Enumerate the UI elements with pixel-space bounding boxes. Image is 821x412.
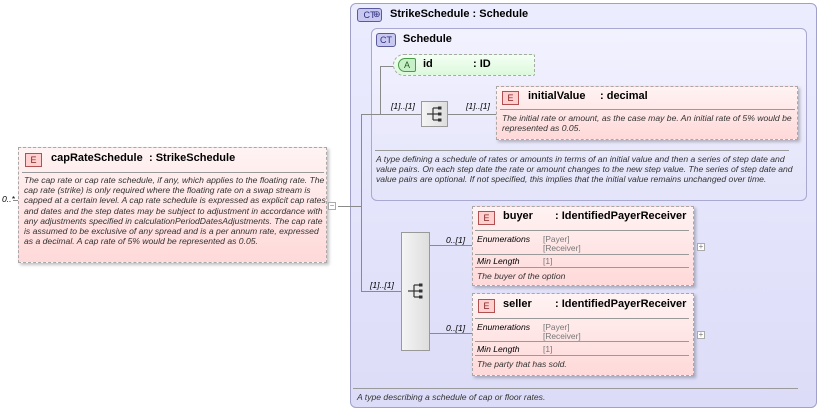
- buyer-multiplicity: 0..[1]: [446, 235, 466, 245]
- buyer-min-length-label: Min Length: [477, 256, 520, 266]
- outer-ct-documentation: A type describing a schedule of cap or f…: [357, 392, 546, 402]
- connector-line: [380, 66, 393, 67]
- connector-line: [13, 200, 18, 201]
- initial-value-badge: E: [502, 91, 519, 105]
- attribute-id-box[interactable]: [393, 54, 535, 76]
- outer-ct-title: StrikeSchedule : Schedule: [390, 8, 529, 20]
- seller-enum-value: [Payer]: [543, 322, 570, 332]
- initial-value-type: : decimal: [600, 90, 648, 102]
- initial-value-separator: [500, 109, 795, 110]
- inner-ct-separator: [375, 150, 789, 151]
- seller-separator: [475, 341, 689, 342]
- connector-line: [380, 66, 381, 114]
- buyer-enum-value: [Receiver]: [543, 243, 581, 253]
- seller-badge: E: [478, 299, 495, 313]
- seller-expand-icon[interactable]: +: [697, 330, 705, 339]
- seller-element[interactable]: [472, 293, 694, 376]
- cap-rate-schedule-type: : StrikeSchedule: [149, 152, 236, 164]
- seller-min-length-label: Min Length: [477, 344, 520, 354]
- cap-rate-schedule-multiplicity: 0..*: [2, 194, 15, 204]
- seller-multiplicity: 0..[1]: [446, 323, 466, 333]
- buyer-name: buyer: [503, 210, 533, 222]
- buyer-documentation: The buyer of the option: [477, 271, 566, 281]
- cap-rate-schedule-separator: [22, 172, 324, 173]
- inner-ct-badge: CT: [376, 33, 396, 47]
- cap-rate-schedule-documentation: The cap rate or cap rate schedule, if an…: [24, 175, 326, 247]
- buyer-enumerations-label: Enumerations: [477, 234, 531, 244]
- seller-enum-value: [Receiver]: [543, 331, 581, 341]
- outer-ct-expand-icon[interactable]: ⊕: [373, 9, 381, 19]
- sequence-1-left-multiplicity: [1]..[1]: [391, 101, 415, 111]
- buyer-type: : IdentifiedPayerReceiver: [555, 210, 687, 222]
- connector-line: [361, 291, 401, 292]
- seller-name: seller: [503, 298, 532, 310]
- sequence-icon: [408, 283, 423, 299]
- attribute-badge: A: [398, 58, 416, 72]
- outer-ct-separator: [353, 388, 798, 389]
- initial-value-element[interactable]: [496, 86, 798, 140]
- connector-line: [361, 114, 362, 291]
- initial-value-documentation: The initial rate or amount, as the case …: [502, 113, 792, 134]
- attribute-id-name: id: [423, 58, 433, 70]
- cap-rate-schedule-badge: E: [25, 153, 42, 167]
- seller-type: : IdentifiedPayerReceiver: [555, 298, 687, 310]
- buyer-min-length-value: [1]: [543, 256, 553, 266]
- buyer-separator: [475, 254, 689, 255]
- seller-separator: [475, 355, 689, 356]
- buyer-separator: [475, 230, 689, 231]
- seller-separator: [475, 318, 689, 319]
- cap-rate-schedule-element[interactable]: [18, 147, 327, 263]
- connector-line: [430, 333, 472, 334]
- attribute-id-type: : ID: [473, 58, 491, 70]
- seller-min-length-value: [1]: [543, 344, 553, 354]
- buyer-element[interactable]: [472, 206, 694, 286]
- connector-line: [361, 114, 421, 115]
- seller-enumerations-label: Enumerations: [477, 322, 531, 332]
- sequence-1-right-multiplicity: [1]..[1]: [466, 101, 490, 111]
- initial-value-name: initialValue: [528, 90, 586, 102]
- buyer-badge: E: [478, 211, 495, 225]
- connector-line: [448, 114, 496, 115]
- inner-ct-title: Schedule: [403, 33, 452, 45]
- connector-line: [430, 245, 472, 246]
- buyer-separator: [475, 267, 689, 268]
- sequence-icon: [427, 106, 442, 122]
- seller-documentation: The party that has sold.: [477, 359, 567, 369]
- buyer-expand-icon[interactable]: +: [697, 242, 705, 251]
- outer-ct-badge: CT: [357, 8, 382, 22]
- sequence-2-multiplicity: [1]..[1]: [370, 280, 394, 290]
- collapse-icon[interactable]: −: [328, 201, 336, 210]
- inner-ct-documentation: A type defining a schedule of rates or a…: [376, 154, 793, 185]
- connector-line: [338, 206, 361, 207]
- buyer-enum-value: [Payer]: [543, 234, 570, 244]
- cap-rate-schedule-name: capRateSchedule: [51, 152, 143, 164]
